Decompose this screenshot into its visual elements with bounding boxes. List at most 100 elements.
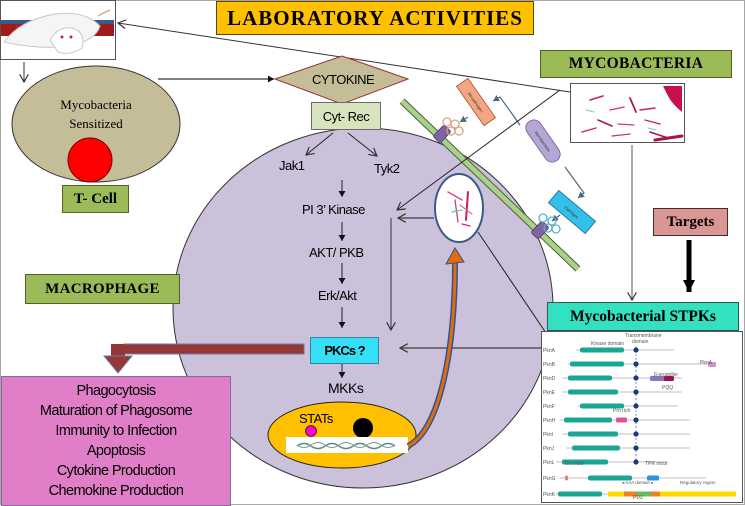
cytokine-receptor: Cyt- Rec — [311, 102, 381, 130]
transmembrane-domain — [633, 361, 639, 367]
page-title: LABORATORY ACTIVITIES — [216, 1, 534, 35]
stpk-row-label: PknD — [543, 376, 556, 382]
transmembrane-domain — [633, 389, 639, 395]
cytokine-diamond — [273, 55, 410, 105]
arrow-bottom-protein-to-receptor — [551, 214, 561, 222]
outcome-item: Phagocytosis — [76, 383, 156, 399]
tpr-motif-label: TPR motif — [645, 461, 668, 467]
akt-pkb-node: AKT/ PKB — [309, 245, 364, 260]
aaa-domain-label: ◂ AAA domain ▸ — [622, 480, 654, 485]
mkks-node: MKKs — [328, 380, 364, 396]
kinase-header: Kinase domain — [591, 341, 624, 347]
stpk-row-label: PknI — [543, 432, 553, 438]
membrane-receptor-top — [433, 117, 464, 143]
transmembrane-domain — [633, 403, 639, 409]
phagosome — [434, 173, 484, 243]
stpk-title: Mycobacterial STPKs — [547, 302, 739, 331]
kinase-domain — [588, 475, 632, 481]
pkcs-node: PKCs ? — [310, 337, 379, 364]
outcome-item: Immunity to Infection — [55, 423, 177, 439]
tcell-label: T- Cell — [62, 185, 129, 213]
arrow-myco-to-bottom-protein — [564, 166, 585, 199]
mycobacteria-to-pi3k-arrow — [397, 89, 561, 210]
stpk-row-label: PknE — [543, 390, 556, 396]
stpk-row-label: PknB — [543, 362, 556, 368]
transmembrane-domain — [633, 347, 639, 353]
transmembrane-domain — [633, 431, 639, 437]
kinase-domain — [562, 459, 608, 465]
pdz-domain — [637, 491, 651, 497]
kinase-domain — [568, 375, 612, 381]
pqq-label: PQQ — [662, 385, 673, 391]
mycobacteria-image-frame — [570, 83, 685, 143]
pqq-domain — [664, 376, 674, 381]
kinase-domain — [558, 491, 602, 497]
pkcs-to-outcomes-arrow — [102, 343, 305, 374]
beta-propeller-label: β-propeller — [654, 372, 678, 378]
cell-membrane — [399, 98, 581, 272]
kinase-domain — [572, 445, 620, 451]
sensitized-label-line2: Sensitized — [69, 116, 123, 131]
stat-molecule — [305, 425, 317, 437]
jak1-node: Jak1 — [279, 158, 305, 173]
phagosome-to-stpk-line — [477, 231, 549, 337]
protein-box-top — [455, 77, 497, 127]
kinase-domain — [580, 403, 624, 409]
nucleolus — [353, 418, 373, 438]
kinase-domain — [564, 417, 612, 423]
arrow-myco-to-top-protein — [492, 94, 521, 126]
stpk-row-label: PknG — [543, 476, 556, 482]
kinase-domain — [568, 431, 618, 437]
erk-akt-node: Erk/Akt — [318, 288, 357, 303]
tm-header-line1: Transmembrane — [625, 333, 662, 339]
nucleus-to-phagosome-arrow — [406, 247, 465, 449]
stats-label: STATs — [299, 411, 333, 426]
protein-box-bottom — [547, 189, 597, 235]
outcome-item: Maturation of Phagosome — [39, 403, 193, 419]
mycobacteria-image — [581, 86, 684, 142]
pro-rich-label: Pro rich — [613, 408, 630, 414]
outcomes-box: Phagocytosis Maturation of Phagosome Imm… — [1, 376, 231, 506]
pi3k-node: PI 3’ Kinase — [302, 202, 365, 217]
mice-image-frame — [0, 0, 116, 60]
protein-mycobacteria — [525, 119, 561, 163]
transmembrane-domain — [633, 459, 639, 465]
stpk-rows: PknAPknBPknDPknEPknFPknHPknIPknJPknLPknG… — [543, 347, 736, 498]
transmembrane-domain — [633, 417, 639, 423]
dna-helix-strand2 — [296, 442, 396, 448]
stpk-row-label: PknA — [543, 348, 556, 354]
sensitized-label-line1: Mycobacteria — [60, 97, 132, 112]
membrane-receptor-bottom — [531, 213, 561, 239]
outcome-item: Chemokine Production — [48, 483, 184, 499]
pasta-domain — [708, 362, 716, 367]
cytrec-to-tyk2-arrow — [347, 132, 377, 156]
trx-motif-label: Trx motif — [564, 461, 584, 467]
nucleus — [267, 401, 417, 469]
trx-domain — [565, 475, 568, 481]
tyk2-node: Tyk2 — [374, 161, 400, 176]
arrow-top-protein-to-receptor — [459, 115, 469, 123]
kinase-domain — [580, 347, 624, 353]
dna-helix — [296, 442, 396, 450]
cytokine-label: CYTOKINE — [312, 72, 375, 87]
stpk-row-label: PknH — [543, 418, 556, 424]
tcell-nucleus — [67, 137, 113, 183]
transmembrane-domain — [633, 375, 639, 381]
outcome-item: Cytokine Production — [56, 463, 176, 479]
stpk-row-label: PknF — [543, 404, 555, 410]
kinase-domain — [570, 361, 624, 367]
stpk-domain-diagram: Transmembrane domain Kinase domain PknAP… — [543, 333, 736, 501]
transmembrane-domain — [633, 445, 639, 451]
stpk-row-label: PknL — [543, 460, 555, 466]
mycobacteria-label: MYCOBACTERIA — [540, 50, 732, 78]
dna-strip — [286, 437, 408, 453]
mice-image — [1, 9, 114, 54]
tcell-ellipse — [11, 65, 181, 183]
pasta-label: PknA — [700, 360, 713, 366]
pdz-label: PDZ — [633, 495, 643, 501]
targets-label: Targets — [653, 208, 728, 236]
stpk-row-label: PknK — [543, 492, 556, 498]
phagosome-bacteria — [447, 191, 473, 227]
